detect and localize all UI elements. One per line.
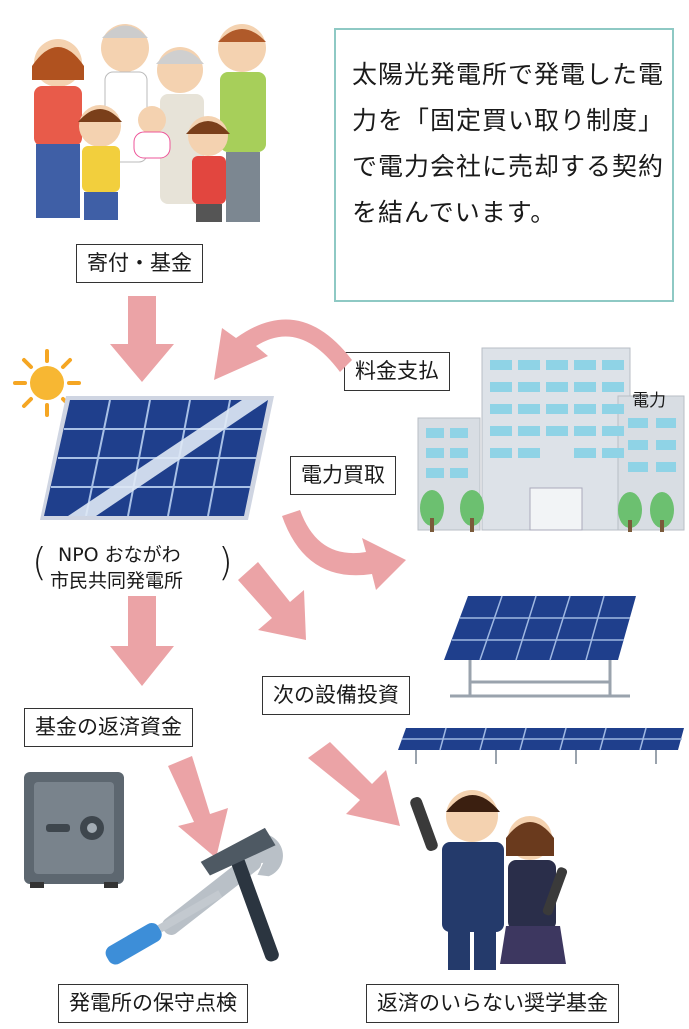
power-purchase-label: 電力買取 [290, 456, 396, 495]
safe-illustration [24, 772, 124, 888]
power-company-building [417, 347, 685, 532]
npo-plant-label: ( NPO おながわ 市民共同発電所 ) [32, 538, 242, 592]
arrow-fund-down [110, 596, 174, 686]
fee-payment-label: 料金支払 [344, 352, 450, 391]
left-bracket: ( [32, 540, 47, 584]
arrow-scholarship [308, 742, 400, 826]
arrow-next-investment [238, 562, 306, 640]
power-company-label: 電力 [632, 391, 666, 411]
arrow-maintenance [168, 756, 228, 858]
npo-line1: NPO おながわ [58, 544, 181, 566]
explanation-note: 太陽光発電所で発電した電力を「固定買い取り制度」で電力会社に売却する契約を結んで… [334, 28, 674, 302]
explanation-text: 太陽光発電所で発電した電力を「固定買い取り制度」で電力会社に売却する契約を結んで… [352, 60, 665, 227]
arrow-donation-down [110, 296, 174, 382]
npo-line2: 市民共同発電所 [50, 570, 184, 592]
right-bracket: ) [218, 540, 233, 584]
students-illustration [410, 790, 568, 970]
maintenance-label: 発電所の保守点検 [58, 984, 248, 1023]
next-investment-label: 次の設備投資 [262, 676, 410, 715]
fund-repayment-label: 基金の返済資金 [24, 708, 193, 747]
arrow-power-purchase [282, 510, 406, 590]
arrow-fee-payment [214, 319, 352, 380]
tools-illustration [105, 827, 283, 965]
scholarship-label: 返済のいらない奨学基金 [366, 984, 619, 1023]
donation-label: 寄付・基金 [76, 244, 203, 283]
solar-panel-stand-illustration [444, 595, 636, 698]
family-illustration [32, 24, 266, 222]
solar-panel-row-illustration [398, 727, 684, 764]
solar-panel-illustration [40, 396, 274, 520]
